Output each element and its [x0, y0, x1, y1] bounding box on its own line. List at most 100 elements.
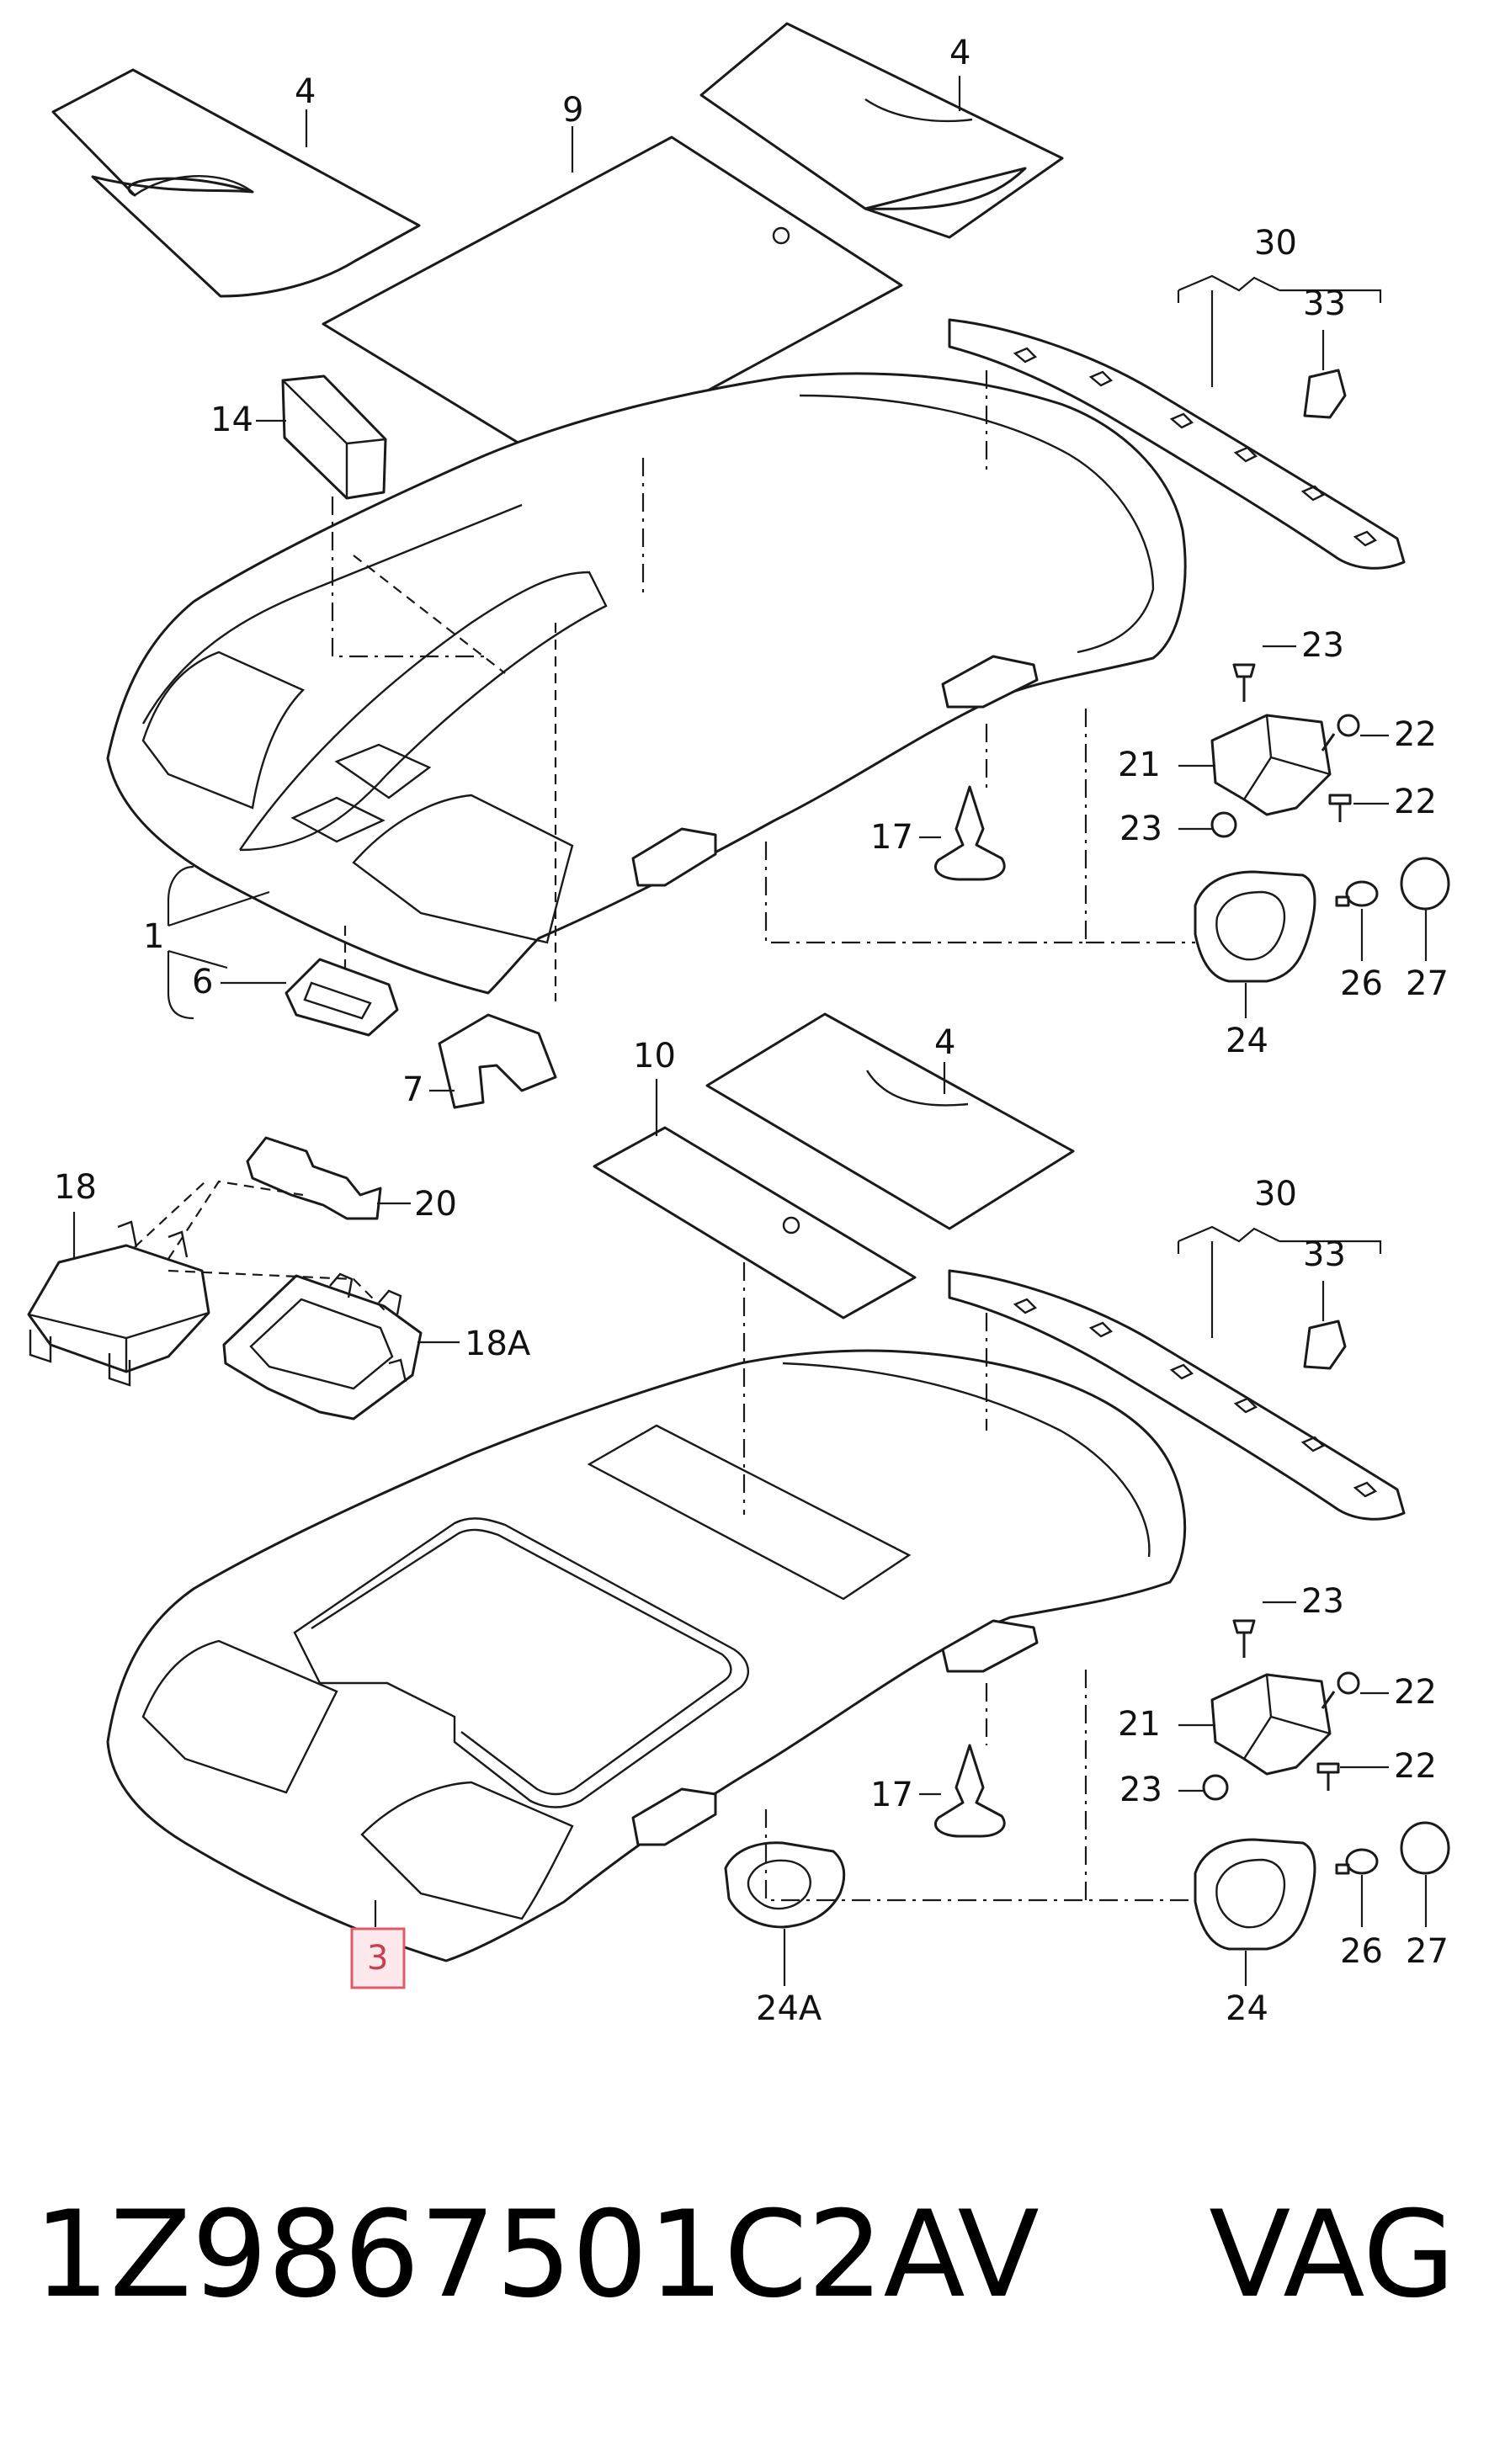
- label-18: 18: [54, 1168, 97, 1207]
- clip-23a: [1232, 663, 1256, 702]
- label-20: 20: [414, 1185, 457, 1224]
- label-21b: 21: [1118, 1705, 1161, 1744]
- part-number: 1Z9867501C2AV: [34, 2185, 1040, 2324]
- expanding-plug-17-bottom: [933, 1744, 1006, 1838]
- housing-18-pegs: [29, 1220, 189, 1387]
- screw-22a: [1321, 714, 1360, 751]
- sound-absorber-9: [322, 135, 903, 471]
- expanding-plug-17-top: [933, 785, 1006, 881]
- label-22a: 22: [1394, 715, 1437, 754]
- cap-27-top: [1400, 857, 1450, 911]
- headliner-3-sunroof-rim: [311, 1528, 732, 1796]
- frame-18A-tabs: [329, 1272, 407, 1383]
- clip-33-top: [1303, 369, 1347, 419]
- cap-27-bottom: [1400, 1821, 1450, 1875]
- label-33b: 33: [1303, 1235, 1346, 1274]
- clip-33-bottom: [1303, 1320, 1347, 1370]
- headliner-3-visor-right: [360, 1781, 574, 1920]
- label-7: 7: [402, 1070, 423, 1109]
- label-4a: 4: [295, 72, 316, 111]
- side-trim-30-bottom: [948, 1269, 1406, 1521]
- label-22b: 22: [1394, 783, 1437, 821]
- guide-24-link: [764, 707, 1195, 944]
- sound-absorber-9-hole: [772, 226, 790, 245]
- headliner-3-grab-handle-rear: [941, 1619, 1039, 1673]
- screw-22c: [1321, 1671, 1360, 1709]
- label-3: 3: [367, 1939, 388, 1978]
- screw-22d: [1316, 1762, 1340, 1791]
- label-26a: 26: [1340, 964, 1383, 1003]
- absorber-10: [593, 1126, 917, 1320]
- guide-18-20: [134, 1180, 304, 1260]
- label-9: 9: [562, 91, 583, 130]
- insulation-pad-4-right: [699, 22, 1064, 239]
- headliner-1-console-b: [290, 796, 386, 843]
- side-trim-30-clips: [1013, 347, 1378, 547]
- label-23a: 23: [1301, 626, 1344, 665]
- insulation-pad-4-right-cut: [864, 98, 973, 123]
- headliner-1-grab-handle-mid: [631, 827, 717, 887]
- headliner-1-front-edge: [141, 503, 523, 725]
- label-4b: 4: [949, 34, 971, 72]
- side-trim-30-bottom-clips: [1013, 1298, 1378, 1498]
- clip-strip-20: [246, 1136, 382, 1220]
- label-33a: 33: [1303, 284, 1346, 323]
- label-24b: 24: [1226, 1989, 1268, 2028]
- headliner-3-roof-panel: [587, 1424, 912, 1601]
- clip-23c: [1232, 1619, 1256, 1658]
- guide-14-diag: [353, 555, 506, 674]
- bezel-24-top-inner: [1215, 890, 1286, 961]
- absorber-10-hole: [782, 1216, 800, 1235]
- lead-30-bracket: [1178, 274, 1280, 292]
- headliner-3-visor-left: [141, 1639, 338, 1794]
- label-22c: 22: [1394, 1673, 1437, 1712]
- headliner-1-console-a: [334, 743, 432, 799]
- pad-block-14-edge: [282, 380, 386, 498]
- label-23c: 23: [1301, 1582, 1344, 1621]
- headliner-3: [106, 1349, 1187, 1962]
- label-6: 6: [192, 963, 213, 1001]
- label-10: 10: [633, 1037, 676, 1075]
- label-17a: 17: [870, 818, 913, 857]
- bezel-24-bottom-inner: [1215, 1858, 1286, 1929]
- headliner-3-rear-edge: [782, 1362, 1151, 1558]
- label-24a: 24: [1226, 1022, 1268, 1060]
- screw-26-top: [1335, 880, 1379, 907]
- bracket-21-bottom: [1210, 1673, 1332, 1776]
- clip-23b: [1210, 811, 1237, 838]
- label-24A: 24A: [756, 1989, 822, 2028]
- interior-light-6: [285, 958, 399, 1037]
- clip-23d: [1202, 1774, 1229, 1801]
- headliner-3-sunroof-opening: [293, 1517, 750, 1808]
- bezel-24-bottom: [1194, 1838, 1316, 1951]
- label-27b: 27: [1406, 1932, 1449, 1971]
- label-30a: 30: [1254, 224, 1297, 263]
- bracket-21-bottom-detail: [1242, 1674, 1331, 1760]
- highlight-box-part-3: [350, 1927, 406, 1989]
- lead-30-bracket-left: [1177, 289, 1382, 387]
- label-18A: 18A: [465, 1325, 531, 1363]
- label-21a: 21: [1118, 746, 1161, 784]
- headliner-1-rear-edge: [799, 394, 1155, 654]
- headliner-3-grab-handle-mid: [631, 1787, 717, 1846]
- label-23d: 23: [1119, 1771, 1162, 1809]
- label-17b: 17: [870, 1776, 913, 1814]
- headliner-1-visor-right: [352, 794, 574, 944]
- label-26b: 26: [1340, 1932, 1383, 1971]
- screw-26-bottom: [1335, 1848, 1379, 1875]
- headliner-1-ridge: [239, 571, 608, 852]
- bezel-24A-inner: [747, 1859, 811, 1910]
- insulation-pad-4-bottom: [705, 1012, 1075, 1230]
- housing-18-face: [28, 1311, 210, 1372]
- guide-14-down: [331, 497, 484, 658]
- label-23b: 23: [1119, 810, 1162, 848]
- label-27a: 27: [1406, 964, 1449, 1003]
- bezel-24A: [724, 1841, 846, 1929]
- brand-name: VAG: [1209, 2185, 1455, 2324]
- bracket-21-top-detail: [1242, 714, 1331, 800]
- headliner-1-visor-left: [141, 651, 306, 810]
- guide-24-link-bottom: [764, 1666, 1195, 1902]
- bracket-7: [438, 1013, 557, 1109]
- label-4c: 4: [934, 1023, 955, 1062]
